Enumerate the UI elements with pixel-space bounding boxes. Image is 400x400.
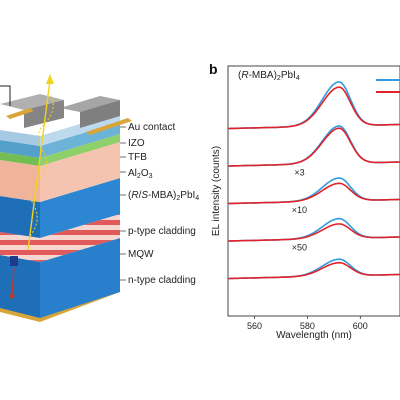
- perovskite-open: (: [128, 190, 132, 201]
- al2o3-sub1: 2: [137, 173, 141, 180]
- spectrum-red-3: [228, 182, 400, 205]
- mqw-side: [40, 214, 120, 262]
- al2o3-al: Al: [128, 168, 137, 179]
- label-mqw: MQW: [128, 249, 154, 260]
- contact-block-front-side: [24, 100, 64, 128]
- spectrum-red-2: [228, 127, 400, 167]
- spectrum-red-4: [228, 223, 400, 242]
- x-ticks: 560 580 600: [247, 316, 368, 331]
- perovskite-pbi: PbI: [180, 190, 195, 201]
- multiplier-label: ×10: [292, 205, 307, 215]
- contact-block-rear-side: [80, 100, 120, 128]
- perovskite-slash: /: [139, 190, 142, 201]
- spectrum-blue-2: [228, 125, 400, 167]
- inset-title-mba: -MBA): [249, 70, 277, 81]
- label-tfb: TFB: [128, 152, 147, 163]
- n-cladding-front: [0, 255, 40, 318]
- emission-beam: [27, 79, 51, 251]
- al2o3-front: [0, 152, 40, 166]
- label-n-cladding: n-type cladding: [128, 275, 196, 286]
- perovskite-mba: -MBA): [148, 190, 176, 201]
- spectrum-red-1: [228, 86, 400, 130]
- x-tick-label: 580: [300, 321, 315, 331]
- label-perovskite: (R/S-MBA)2PbI4: [128, 190, 199, 202]
- al2o3-o: O: [141, 168, 149, 179]
- label-p-cladding: p-type cladding: [128, 226, 196, 237]
- probe-wire: [0, 85, 11, 106]
- perovskite-sub2: 2: [176, 195, 180, 202]
- p-cladding-front: [0, 196, 40, 238]
- perovskite-side: [40, 142, 120, 202]
- label-izo: IZO: [128, 138, 145, 149]
- emission-arrowhead: [46, 74, 54, 84]
- dipole-dot: [9, 293, 15, 299]
- perovskite-s: S: [141, 190, 148, 201]
- x-tick-label: 560: [247, 321, 262, 331]
- al2o3-sub2: 3: [149, 173, 153, 180]
- panel-b-label: b: [209, 61, 218, 77]
- spectrum-red-5: [228, 261, 400, 280]
- inset-title-sub4: 4: [296, 75, 300, 82]
- device-schematic: [0, 74, 132, 322]
- inset-title-open: (: [238, 70, 242, 81]
- x-axis-label: Wavelength (nm): [276, 330, 352, 341]
- multiplier-labels: ×3 ×10 ×50: [292, 168, 307, 253]
- inset-title-sub2: 2: [277, 75, 281, 82]
- device-labels: Au contact IZO TFB Al2O3 (R/S-MBA)2PbI4 …: [120, 122, 199, 286]
- plot-frame: [227, 65, 400, 317]
- contact-block-rear-top: [60, 96, 120, 112]
- spectra-traces: [228, 81, 400, 280]
- inset-title: (R-MBA)2PbI4: [238, 70, 300, 82]
- el-spectra-chart: (R-MBA)2PbI4 EL intensity (counts) 560 58…: [211, 65, 400, 341]
- al2o3-side: [40, 134, 120, 166]
- p-cladding-side: [40, 178, 120, 238]
- inset-title-pbi: PbI: [281, 70, 296, 81]
- perovskite-front: [0, 160, 40, 202]
- dipole-marker: [10, 256, 18, 266]
- x-tick-label: 600: [353, 321, 368, 331]
- dipole-arrow: [11, 267, 15, 295]
- label-au-contact: Au contact: [128, 122, 175, 133]
- spectrum-blue-1: [228, 81, 400, 130]
- y-axis-label: EL intensity (counts): [211, 146, 222, 236]
- multiplier-label: ×3: [294, 168, 304, 178]
- izo-front: [0, 130, 40, 146]
- au-contact-strip-right: [86, 118, 132, 135]
- inset-title-r: R: [241, 70, 248, 81]
- perovskite-r: R: [131, 190, 138, 201]
- polarization-helix: [29, 93, 54, 237]
- multiplier-label: ×50: [292, 243, 307, 253]
- perovskite-sub4: 4: [195, 195, 199, 202]
- label-al2o3: Al2O3: [128, 168, 153, 180]
- au-contact-strip-left: [6, 108, 34, 119]
- n-cladding-side: [40, 238, 120, 318]
